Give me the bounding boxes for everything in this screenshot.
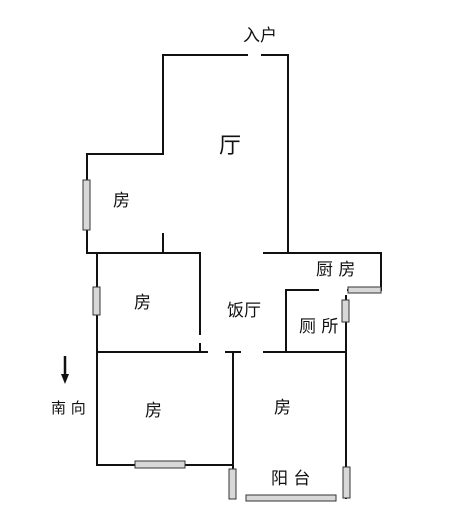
south-arrow-icon xyxy=(61,356,69,384)
walls xyxy=(86,54,382,499)
lower-left-room-label: 房 xyxy=(145,401,162,421)
entrance-label: 入户 xyxy=(243,26,277,46)
windows xyxy=(82,179,382,502)
window-kitchen xyxy=(347,286,382,294)
window-upper-room xyxy=(82,179,91,231)
upper-room-label: 房 xyxy=(113,191,130,211)
lower-right-room-label: 房 xyxy=(274,398,291,418)
toilet-label: 厕 所 xyxy=(299,317,339,337)
window-lower-room xyxy=(134,460,186,469)
window-balcony-left xyxy=(228,468,237,500)
window-middle-room xyxy=(92,286,101,316)
wall-top-left xyxy=(162,54,248,155)
balcony-label: 阳 台 xyxy=(271,469,311,489)
middle-room-label: 房 xyxy=(134,293,151,313)
orientation-label: 南 向 xyxy=(51,399,86,417)
living-room-label: 厅 xyxy=(219,134,242,159)
window-toilet xyxy=(341,299,350,323)
window-balcony-right xyxy=(342,466,351,499)
dining-room-label: 饭厅 xyxy=(227,301,261,321)
kitchen-label: 厨 房 xyxy=(316,260,356,280)
window-balcony-bottom xyxy=(245,494,337,502)
